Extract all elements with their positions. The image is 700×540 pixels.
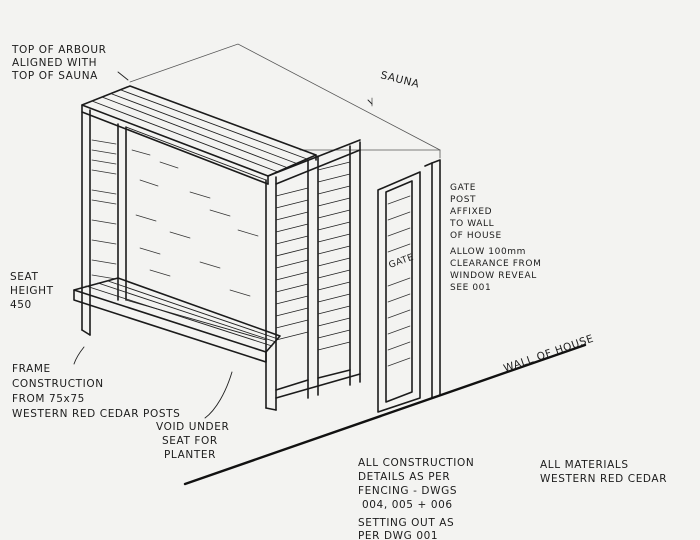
svg-text:CLEARANCE FROM: CLEARANCE FROM bbox=[450, 259, 541, 269]
sauna-outline bbox=[129, 43, 441, 159]
svg-text:SETTING OUT AS: SETTING OUT AS bbox=[358, 517, 454, 529]
svg-text:DETAILS AS PER: DETAILS AS PER bbox=[358, 471, 450, 483]
svg-text:ALL MATERIALS: ALL MATERIALS bbox=[540, 459, 629, 471]
leader-lines bbox=[73, 71, 373, 419]
svg-text:HEIGHT: HEIGHT bbox=[10, 285, 54, 297]
note-arbour-top: TOP OF ARBOUR ALIGNED WITH TOP OF SAUNA bbox=[11, 44, 107, 82]
svg-text:OF HOUSE: OF HOUSE bbox=[450, 231, 502, 241]
svg-text:WESTERN RED CEDAR: WESTERN RED CEDAR bbox=[540, 473, 667, 485]
note-gate-post: GATE POST AFFIXED TO WALL OF HOUSE bbox=[449, 183, 502, 241]
arbour-structure bbox=[73, 85, 361, 411]
svg-text:CONSTRUCTION: CONSTRUCTION bbox=[12, 378, 104, 390]
svg-text:ALL CONSTRUCTION: ALL CONSTRUCTION bbox=[358, 457, 474, 469]
note-seat-height: SEAT HEIGHT 450 bbox=[10, 271, 54, 311]
svg-text:TO WALL: TO WALL bbox=[449, 219, 494, 229]
note-construction: ALL CONSTRUCTION DETAILS AS PER FENCING … bbox=[358, 457, 474, 540]
svg-text:SEAT: SEAT bbox=[10, 271, 38, 283]
wall-of-house-line bbox=[183, 343, 587, 486]
svg-text:ALIGNED WITH: ALIGNED WITH bbox=[12, 57, 97, 69]
svg-text:VOID UNDER: VOID UNDER bbox=[156, 421, 229, 433]
svg-text:ALLOW 100mm: ALLOW 100mm bbox=[450, 247, 526, 257]
svg-text:SEAT FOR: SEAT FOR bbox=[162, 435, 218, 447]
svg-text:PLANTER: PLANTER bbox=[164, 449, 216, 461]
svg-text:TOP OF SAUNA: TOP OF SAUNA bbox=[11, 70, 98, 82]
svg-text:POST: POST bbox=[450, 195, 476, 205]
note-void: VOID UNDER SEAT FOR PLANTER bbox=[156, 421, 229, 461]
svg-text:PER DWG 001: PER DWG 001 bbox=[358, 530, 438, 540]
svg-text:FENCING - DWGS: FENCING - DWGS bbox=[358, 485, 457, 497]
svg-text:WESTERN RED CEDAR POSTS: WESTERN RED CEDAR POSTS bbox=[12, 408, 180, 420]
svg-text:004, 005 + 006: 004, 005 + 006 bbox=[362, 499, 453, 511]
svg-text:TOP OF ARBOUR: TOP OF ARBOUR bbox=[11, 44, 107, 56]
svg-text:SEE 001: SEE 001 bbox=[450, 283, 491, 293]
svg-text:450: 450 bbox=[10, 299, 32, 311]
svg-text:AFFIXED: AFFIXED bbox=[450, 207, 492, 217]
svg-text:GATE: GATE bbox=[450, 183, 476, 193]
svg-text:FROM 75x75: FROM 75x75 bbox=[12, 393, 85, 405]
note-materials: ALL MATERIALS WESTERN RED CEDAR bbox=[540, 459, 667, 485]
note-clearance: ALLOW 100mm CLEARANCE FROM WINDOW REVEAL… bbox=[450, 247, 541, 293]
note-sauna: SAUNA bbox=[379, 69, 421, 90]
note-frame: FRAME CONSTRUCTION FROM 75x75 WESTERN RE… bbox=[12, 363, 180, 420]
svg-text:FRAME: FRAME bbox=[12, 363, 51, 375]
svg-text:WINDOW REVEAL: WINDOW REVEAL bbox=[450, 271, 537, 281]
note-wall-of-house: WALL OF HOUSE bbox=[502, 333, 595, 375]
gate-structure bbox=[377, 159, 441, 413]
